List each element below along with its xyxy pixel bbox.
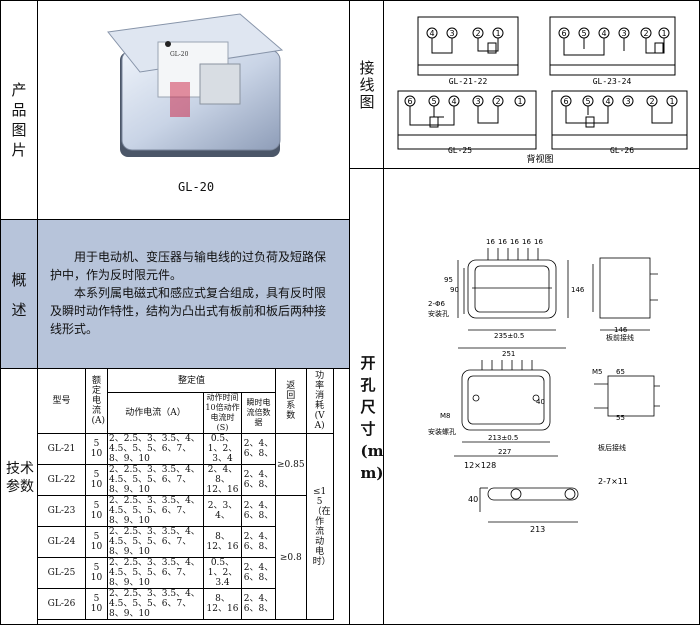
- side-outline: [599, 257, 651, 319]
- front-outline: [467, 259, 557, 319]
- rear-outline: [461, 369, 551, 431]
- terminals-gl2122: 4 3 2 1: [426, 27, 504, 39]
- svg-text:1: 1: [669, 97, 674, 106]
- label-wiring: 接线图: [359, 59, 375, 111]
- svg-text:3: 3: [449, 29, 454, 38]
- slot-dim: 12×128: [464, 461, 496, 470]
- product-front-label: GL-20: [170, 51, 189, 58]
- label-tech-params: 技术参数: [6, 461, 34, 495]
- caption-gl26: GL-26: [610, 146, 634, 155]
- label-cutout: 开孔尺寸(mm): [360, 354, 384, 482]
- dim-40: 40: [536, 398, 545, 406]
- dim-227: 227: [498, 448, 511, 456]
- svg-text:2: 2: [495, 97, 500, 106]
- col-instant: 瞬时电流倍数据: [241, 392, 276, 434]
- dim-146b: 146: [614, 326, 628, 334]
- wiring-box-gl2324: [549, 16, 676, 76]
- rear-side-outline: [607, 375, 655, 417]
- svg-text:16: 16: [498, 238, 507, 246]
- svg-text:3: 3: [621, 29, 626, 38]
- dim-40b: 40: [468, 495, 478, 504]
- svg-text:4: 4: [429, 29, 434, 38]
- wiring-box-gl26: [551, 90, 688, 150]
- svg-text:5: 5: [585, 97, 590, 106]
- dim-146: 146: [571, 286, 585, 294]
- svg-text:16: 16: [534, 238, 543, 246]
- m8-label: M8: [440, 412, 451, 420]
- return-value-a: ≥0.85: [275, 433, 307, 496]
- wiring-box-gl25: [397, 90, 537, 150]
- label-product-image: 产品图片: [11, 81, 27, 159]
- svg-text:1: 1: [517, 97, 522, 106]
- col-action-time: 动作时间10倍动作电流时(S): [203, 392, 242, 434]
- tech-params-table: 型号 额定电流(A) 整定值 返回系数 功率消耗(VA) 动作电流（A） 动作时…: [37, 368, 334, 620]
- caption-gl25: GL-25: [448, 146, 472, 155]
- svg-text:16: 16: [486, 238, 495, 246]
- dim-55: 55: [616, 414, 625, 422]
- svg-text:3: 3: [625, 97, 630, 106]
- mount-screw-label: 安装螺孔: [428, 427, 456, 436]
- front-wiring-label: 板前接线: [606, 333, 634, 342]
- rear-wiring-label: 板后接线: [598, 443, 626, 452]
- mount-hole-label: 安装孔: [428, 309, 449, 318]
- col-model: 型号: [37, 368, 86, 434]
- svg-text:2: 2: [649, 97, 654, 106]
- caption-gl2122: GL-21-22: [449, 77, 488, 86]
- svg-text:5: 5: [431, 97, 436, 106]
- overview-text: 用于电动机、变压器与输电线的过负荷及短路保护中，作为反时限元件。 本系列属电磁式…: [50, 248, 335, 338]
- terminals-gl2324: 6 5 4 3 2 1: [558, 27, 670, 39]
- svg-text:6: 6: [563, 97, 568, 106]
- svg-text:4: 4: [605, 97, 610, 106]
- svg-text:5: 5: [581, 29, 586, 38]
- slot-outline: [487, 487, 579, 501]
- col-rated-current: 额定电流(A): [85, 368, 108, 434]
- terminals-gl26: 6 5 4 3 2 1: [560, 95, 678, 107]
- col-setting: 整定值: [107, 368, 276, 393]
- svg-text:16: 16: [522, 238, 531, 246]
- svg-text:2: 2: [643, 29, 648, 38]
- overview-para-1: 用于电动机、变压器与输电线的过负荷及短路保护中，作为反时限元件。: [50, 250, 327, 282]
- holes-dim: 2-7×11: [598, 477, 628, 486]
- col-action-current: 动作电流（A）: [107, 392, 204, 434]
- col-power: 功率消耗(VA): [305, 368, 334, 434]
- label-overview: 概述: [11, 271, 27, 319]
- svg-text:4: 4: [601, 29, 606, 38]
- caption-rear-view: 背视图: [526, 153, 553, 165]
- svg-text:2: 2: [475, 29, 480, 38]
- col-return: 返回系数: [275, 368, 307, 434]
- wiring-box-gl2122: [417, 16, 519, 76]
- svg-text:6: 6: [561, 29, 566, 38]
- overview-band: [0, 219, 349, 368]
- dim-213: 213±0.5: [488, 434, 518, 442]
- power-value: ≤15（在作流动电时）: [305, 433, 334, 620]
- svg-text:16: 16: [510, 238, 519, 246]
- dim-65: 65: [616, 368, 625, 376]
- product-model-caption: GL-20: [178, 180, 215, 194]
- svg-text:3: 3: [475, 97, 480, 106]
- svg-text:6: 6: [407, 97, 412, 106]
- relay-product-photo: GL-20: [107, 13, 284, 157]
- dim-2phi6: 2-Φ6: [428, 300, 445, 308]
- dim-235: 235±0.5: [494, 332, 524, 340]
- m5-label: M5: [592, 368, 603, 376]
- svg-text:1: 1: [661, 29, 666, 38]
- dim-90: 90: [450, 286, 459, 294]
- dim-213b: 213: [530, 525, 545, 534]
- svg-text:4: 4: [451, 97, 456, 106]
- dim-95: 95: [444, 276, 453, 284]
- return-value-b: ≥0.8: [275, 495, 307, 620]
- overview-para-2: 本系列属电磁式和感应式复合组成，具有反时限及瞬时动作特性，结构为凸出式有板前和板…: [50, 286, 327, 336]
- svg-text:1: 1: [495, 29, 500, 38]
- dim-251: 251: [502, 350, 515, 358]
- wiring-diagrams: 4 3 2 1 6 5 4 3 2 1 6 5 4 3 2 1: [397, 16, 688, 165]
- terminals-gl25: 6 5 4 3 2 1: [404, 95, 526, 107]
- caption-gl2324: GL-23-24: [593, 77, 632, 86]
